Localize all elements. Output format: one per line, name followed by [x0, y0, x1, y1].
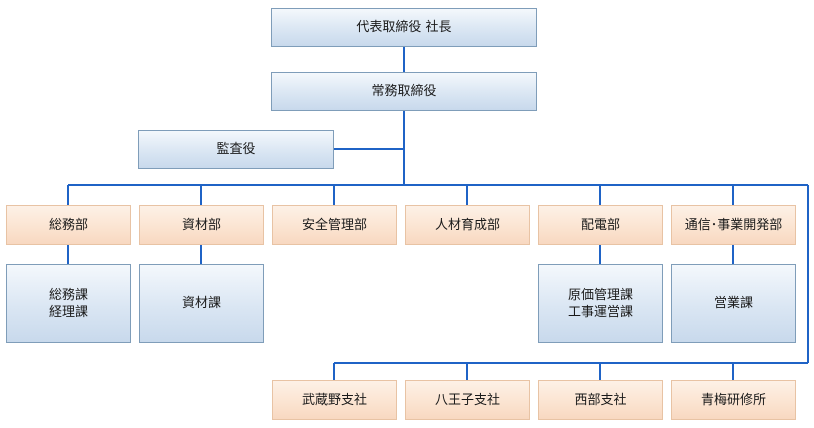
dept-materials: 資材部 — [139, 205, 264, 245]
auditor-box: 監査役 — [138, 130, 334, 169]
section-power: 原価管理課 工事運営課 — [538, 264, 663, 343]
branch-musashino: 武蔵野支社 — [272, 380, 397, 420]
auditor-label: 監査役 — [216, 142, 256, 157]
managing-director-box: 常務取締役 — [271, 72, 537, 111]
president-box: 代表取締役 社長 — [271, 8, 537, 47]
dept-label: 資材部 — [181, 217, 221, 233]
section-label: 営業課 — [713, 296, 753, 311]
section-business-dev: 営業課 — [671, 264, 796, 343]
dept-general-affairs: 総務部 — [6, 205, 131, 245]
branch-ome: 青梅研修所 — [671, 380, 796, 420]
dept-label: 通信･事業開発部 — [684, 217, 783, 233]
section-label: 経理課 — [48, 304, 88, 320]
dept-safety: 安全管理部 — [272, 205, 397, 245]
president-label: 代表取締役 社長 — [356, 20, 452, 35]
branch-seibu: 西部支社 — [538, 380, 663, 420]
section-materials: 資材課 — [139, 264, 264, 343]
dept-business-dev: 通信･事業開発部 — [671, 205, 796, 245]
dept-label: 人材育成部 — [434, 217, 500, 233]
section-label: 原価管理課 — [567, 287, 633, 303]
branch-label: 八王子支社 — [434, 392, 500, 408]
branch-label: 青梅研修所 — [700, 392, 766, 408]
branch-hachioji: 八王子支社 — [405, 380, 530, 420]
section-general-affairs: 総務課 経理課 — [6, 264, 131, 343]
section-label: 資材課 — [181, 296, 221, 311]
managing-director-label: 常務取締役 — [371, 84, 437, 99]
dept-label: 配電部 — [580, 217, 620, 233]
section-label: 工事運営課 — [567, 304, 633, 320]
dept-hr: 人材育成部 — [405, 205, 530, 245]
dept-power: 配電部 — [538, 205, 663, 245]
dept-label: 総務部 — [48, 217, 88, 233]
section-label: 総務課 — [48, 287, 88, 303]
branch-label: 武蔵野支社 — [301, 392, 367, 408]
branch-label: 西部支社 — [574, 392, 627, 408]
dept-label: 安全管理部 — [301, 217, 367, 233]
